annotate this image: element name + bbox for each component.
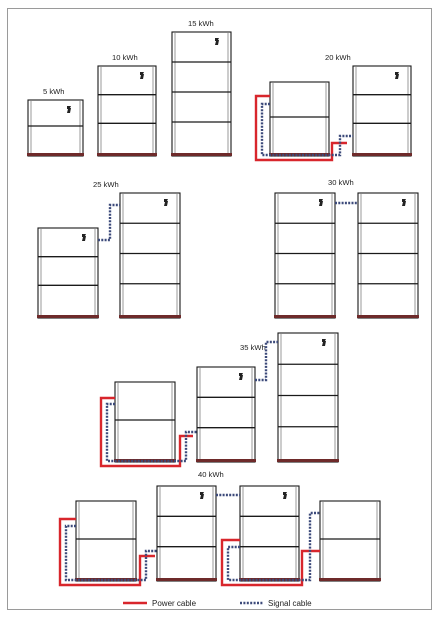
- cabinet-outline: [114, 381, 176, 463]
- signal-cable-25kwh: [98, 203, 120, 242]
- cabinet-10kwh: [97, 65, 157, 157]
- cabinet-15kwh: [171, 31, 232, 157]
- cabinet-outline: [269, 81, 330, 157]
- config-label-25kwh: 25 kWh: [93, 180, 119, 189]
- legend-signal-label: Signal cable: [268, 599, 312, 608]
- cabinet-outline: [274, 192, 336, 319]
- config-label-30kwh: 30 kWh: [328, 178, 354, 187]
- cabinet-30kwh-a: [274, 192, 336, 319]
- brand-logo-icon: [239, 373, 243, 380]
- cabinet-base: [27, 153, 84, 156]
- signal-cable-35kwh-top: [255, 340, 278, 382]
- cabinet-outline: [75, 500, 137, 582]
- signal-cable-20kwh: [260, 102, 353, 157]
- cabinet-outline: [277, 332, 339, 463]
- cabinet-outline: [27, 99, 84, 157]
- brand-logo-icon: [140, 72, 144, 79]
- cabinet-base: [274, 315, 336, 318]
- brand-logo-icon: [200, 492, 204, 499]
- cabinet-5kwh: [27, 99, 84, 157]
- cabinet-base: [319, 578, 381, 581]
- brand-logo-icon: [395, 72, 399, 79]
- config-label-20kwh: 20 kWh: [325, 53, 351, 62]
- brand-logo-icon: [67, 106, 71, 113]
- cabinet-35kwh-a: [114, 381, 176, 463]
- power-cable-20kwh: [254, 94, 347, 162]
- cabinet-base: [357, 315, 419, 318]
- cabinet-base: [352, 153, 412, 156]
- cabinet-base: [97, 153, 157, 156]
- cabinet-base: [277, 459, 339, 462]
- config-label-35kwh: 35 kWh: [240, 343, 266, 352]
- cabinet-outline: [239, 485, 300, 582]
- cabinet-40kwh-d: [319, 500, 381, 582]
- cabinet-25kwh-b: [119, 192, 181, 319]
- cabinet-base: [171, 153, 232, 156]
- cabinet-outline: [156, 485, 217, 582]
- power-cable-40kwh-b: [220, 538, 320, 587]
- cabinet-base: [156, 578, 217, 581]
- cabinet-20kwh-b: [352, 65, 412, 157]
- config-label-10kwh: 10 kWh: [112, 53, 138, 62]
- cabinet-outline: [171, 31, 232, 157]
- brand-logo-icon: [322, 339, 326, 346]
- brand-logo-icon: [283, 492, 287, 499]
- signal-cable-35kwh: [105, 402, 197, 463]
- cabinet-base: [119, 315, 181, 318]
- cabinet-40kwh-a: [75, 500, 137, 582]
- power-cable-35kwh: [99, 396, 193, 468]
- brand-logo-icon: [164, 199, 168, 206]
- legend: Power cable Signal cable: [123, 599, 312, 608]
- cabinet-outline: [119, 192, 181, 319]
- cabinet-25kwh-a: [37, 227, 99, 319]
- diagram-frame: [7, 8, 432, 610]
- config-label-40kwh: 40 kWh: [198, 470, 224, 479]
- cable-layer: [58, 94, 358, 587]
- cabinet-40kwh-b: [156, 485, 217, 582]
- cabinet-35kwh-c: [277, 332, 339, 463]
- cabinet-outline: [97, 65, 157, 157]
- cabinet-outline: [196, 366, 256, 463]
- cabinet-base: [196, 459, 256, 462]
- cabinet-outline: [319, 500, 381, 582]
- brand-logo-icon: [215, 38, 219, 45]
- cabinet-base: [37, 315, 99, 318]
- legend-power-label: Power cable: [152, 599, 197, 608]
- cabinet-35kwh-b: [196, 366, 256, 463]
- brand-logo-icon: [82, 234, 86, 241]
- cabinet-40kwh-c: [239, 485, 300, 582]
- cabinet-outline: [352, 65, 412, 157]
- cabinet-layer: [27, 31, 419, 582]
- signal-cable-40kwh-a: [64, 524, 157, 582]
- brand-logo-icon: [319, 199, 323, 206]
- config-label-5kwh: 5 kWh: [43, 87, 65, 96]
- cabinet-outline: [357, 192, 419, 319]
- cabinet-20kwh-a: [269, 81, 330, 157]
- cabinet-outline: [37, 227, 99, 319]
- signal-cable-40kwh-c: [226, 511, 320, 582]
- config-label-15kwh: 15 kWh: [188, 19, 214, 28]
- brand-logo-icon: [402, 199, 406, 206]
- cabinet-30kwh-b: [357, 192, 419, 319]
- power-cable-40kwh-a: [58, 517, 155, 587]
